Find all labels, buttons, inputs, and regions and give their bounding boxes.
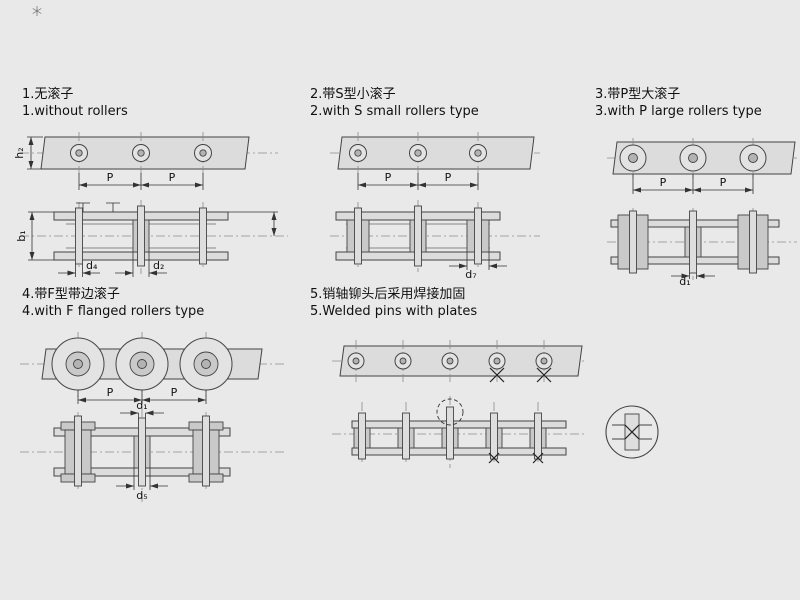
dim-label-p: P [169,171,176,184]
dim-label-d7: d₇ [465,268,476,281]
section-4-title: 4.带F型带边滚子 4.with F flanged rollers type [22,286,204,320]
pin [138,417,146,487]
section-2-title-en: 2.with S small rollers type [310,104,479,119]
dimension-p: P P [78,171,204,190]
s4-top-view-drawing: P P [20,332,284,404]
dim-label-p: P [171,386,178,399]
weld-mark [532,452,544,464]
dimension-h2: h₂ [13,136,43,170]
pin [469,132,487,174]
dim-label-p: P [445,171,452,184]
pin [75,207,83,265]
pin [689,210,697,274]
s2-side-view-drawing: d₇ [330,200,540,281]
weld-mark [489,367,505,383]
section-5-title-en: 5.Welded pins with plates [310,304,478,319]
dimension-d1: d₁ [671,273,715,288]
section-5-title: 5.销轴铆头后采用焊接加固 5.Welded pins with plates [310,286,477,320]
corner-asterisk-icon [32,6,42,16]
pin [414,205,422,267]
dim-label-p: P [720,176,727,189]
pin [70,132,88,174]
dim-label-d1: d₁ [136,399,147,412]
pin [137,205,145,267]
s4-side-view-drawing: d₁ d₅ [20,399,284,502]
large-roller [739,138,767,178]
dim-label-h2: h₂ [13,147,26,158]
section-4-title-cn: 4.带F型带边滚子 [22,287,120,302]
dim-label-d2: d₂ [153,259,164,272]
flanged-roller [179,332,233,398]
pin [394,340,412,382]
s3-top-view-drawing: P P [607,138,797,194]
s3-side-view-drawing: d₁ [607,208,797,288]
dimension-p: P P [77,386,207,404]
section-3-title-cn: 3.带P型大滚子 [595,87,681,102]
detail-circle [605,405,659,459]
pin [441,340,459,382]
section-5-title-cn: 5.销轴铆头后采用焊接加固 [310,287,466,302]
s1-side-view-drawing: b₁ d₄ d₂ [15,200,288,277]
weld-mark [624,424,640,440]
asterisk-lines [32,6,42,16]
dim-label-d5: d₅ [136,489,147,502]
pin [358,406,542,460]
flanged-roller [60,415,96,487]
dimension-right [228,211,278,236]
pin [535,340,553,382]
dim-label-p: P [107,171,114,184]
section-2-title-cn: 2.带S型小滚子 [310,87,396,102]
pin [409,132,427,174]
section-1-title-en: 1.without rollers [22,104,128,119]
weld-mark [536,367,552,383]
s1-top-view-drawing: h₂ P P [13,132,278,190]
detail-callout-circle [436,398,464,426]
dim-label-d1: d₁ [679,275,690,288]
dimension-b1: b₁ [15,211,54,261]
pin [474,207,482,265]
flanged-roller [188,415,224,487]
dimension-p: P P [632,174,754,194]
dim-label-p: P [660,176,667,189]
pin [347,340,365,382]
flanged-roller [115,332,169,398]
weld-mark [488,452,500,464]
dimension-d2: d₂ [115,252,167,277]
pin [199,207,207,265]
section-3-title: 3.带P型大滚子 3.with P large rollers type [595,86,762,120]
centerline [330,200,540,272]
centerline [20,408,284,502]
section-1-title-cn: 1.无滚子 [22,87,74,102]
s5-top-view-drawing [332,340,586,383]
section-3-title-en: 3.with P large rollers type [595,104,762,119]
pin [749,210,757,274]
plate-thickness-marks [76,202,120,212]
s2-top-view-drawing: P P [330,132,540,190]
dimension-p: P P [357,171,479,190]
dimension-d5: d₅ [116,468,168,502]
pin [629,210,637,274]
pin [132,132,150,174]
large-roller [679,138,707,178]
dimension-d7: d₇ [449,252,507,281]
flanged-roller [51,332,105,398]
large-roller [619,138,647,178]
dim-label-p: P [385,171,392,184]
s5-side-view-drawing [332,396,586,468]
chain-band [337,136,535,170]
dim-label-p: P [107,386,114,399]
dimension-d4: d₄ [58,259,100,277]
pin [354,207,362,265]
section-4-title-en: 4.with F flanged rollers type [22,304,205,319]
dim-label-b1: b₁ [15,230,28,241]
pin [194,132,212,174]
section-2-title: 2.带S型小滚子 2.with S small rollers type [310,86,479,120]
dim-label-d4: d₄ [86,259,98,272]
weld-detail-drawing [605,405,659,459]
pin [349,132,367,174]
pin [488,340,506,382]
section-1-title: 1.无滚子 1.without rollers [22,86,128,120]
